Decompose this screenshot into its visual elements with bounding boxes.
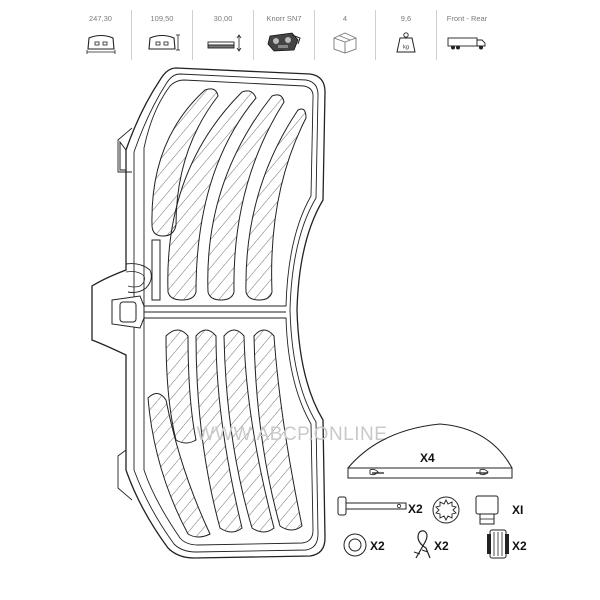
cotter-spring-drawing <box>413 530 431 559</box>
sensor-plug-drawing <box>475 495 499 525</box>
weight-unit: kg <box>403 45 409 51</box>
spec-system: Knorr SN7 <box>253 10 314 60</box>
spec-width: 247,30 <box>70 10 131 60</box>
spec-value: 109,50 <box>150 14 174 23</box>
spec-weight: 9,6 kg <box>375 10 436 60</box>
weight-icon: kg <box>396 32 416 53</box>
spec-height: 109,50 <box>131 10 192 60</box>
pad-width-icon <box>86 34 115 54</box>
sensor-gear-drawing <box>432 496 460 524</box>
truck-icon <box>447 37 486 50</box>
spec-value: Knorr SN7 <box>266 14 302 23</box>
friction-material-outline <box>143 79 314 307</box>
brake-pad-drawing <box>91 67 326 559</box>
spec-thickness: 30,00 <box>192 10 253 60</box>
pin-drawing <box>337 496 407 516</box>
spring-clip-drawing <box>347 423 513 479</box>
pad-height-icon <box>148 34 180 51</box>
spec-axle: Front - Rear <box>436 10 497 60</box>
qty-sensor-plug: XI <box>512 503 524 517</box>
sleeve-drawing <box>487 529 509 559</box>
lower-segments <box>147 329 303 538</box>
spec-value: 247,30 <box>89 14 112 23</box>
spec-bar: 247,30 109,50 30,00 K <box>70 10 500 60</box>
spec-value: 4 <box>342 14 348 23</box>
upper-segments <box>151 88 307 301</box>
watermark: WWW.ABCP.ONLINE <box>196 424 388 445</box>
qty-washer: X2 <box>370 539 385 553</box>
qty-pin: X2 <box>408 502 423 516</box>
box-icon <box>333 32 357 54</box>
pad-thickness-icon <box>207 34 242 52</box>
spec-count: 4 <box>314 10 375 60</box>
spec-value: 30,00 <box>213 14 233 23</box>
plate-tab-lower <box>117 449 133 501</box>
spec-value: Front - Rear <box>446 14 488 23</box>
qty-spring-clip: X4 <box>420 451 435 465</box>
caliper-icon <box>267 32 301 52</box>
washer-drawing <box>343 533 367 557</box>
spec-value: 9,6 <box>400 14 412 23</box>
plate-tab-upper <box>119 140 127 171</box>
qty-sleeve: X2 <box>512 539 527 553</box>
qty-cotter-spring: X2 <box>434 539 449 553</box>
